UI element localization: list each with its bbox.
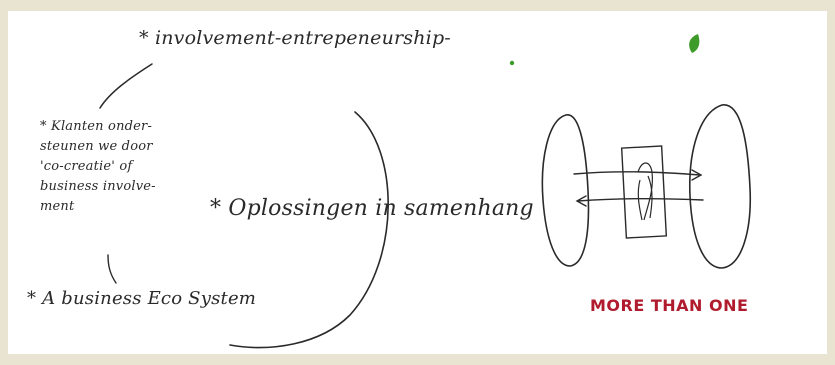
- note-eco-system: * A business Eco System: [27, 288, 257, 309]
- arrow-left: [575, 195, 704, 207]
- note-involvement: * involvement-entrepeneurship-: [139, 27, 451, 49]
- note-klanten-line: steunen we door: [40, 139, 153, 154]
- cycle-arc-right: [229, 111, 389, 349]
- center-box: [620, 145, 668, 239]
- tagline-more-than-one: MORE THAN ONE: [590, 296, 749, 315]
- note-klanten-line: business involve-: [40, 179, 156, 194]
- dot-icon: [509, 60, 515, 66]
- note-klanten-line: * Klanten onder-: [40, 119, 153, 134]
- note-klanten: * Klanten onder- steunen we door 'co-cre…: [40, 117, 185, 217]
- note-klanten-line: 'co-creatie' of: [40, 159, 133, 174]
- left-oval: [541, 114, 590, 267]
- cycle-arc-small: [107, 254, 117, 284]
- leaf-icon: [689, 34, 700, 53]
- arrow-right: [573, 169, 703, 181]
- cycle-arc-top: [99, 63, 153, 109]
- note-oplossingen: * Oplossingen in samenhang: [210, 196, 534, 221]
- note-klanten-line: ment: [40, 199, 75, 214]
- right-oval: [688, 104, 752, 269]
